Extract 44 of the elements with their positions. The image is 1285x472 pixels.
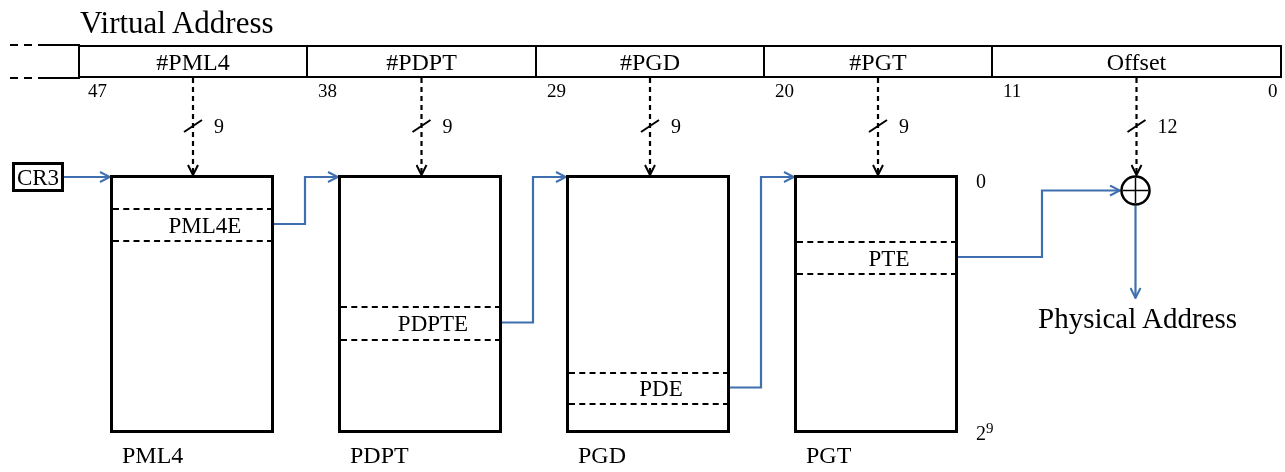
bit-number: 0	[1268, 81, 1278, 100]
arrow	[872, 78, 884, 176]
register-title: Virtual Address	[80, 5, 274, 41]
page-table	[566, 175, 730, 433]
edge-label: 9	[441, 116, 454, 136]
index-label: 0	[976, 171, 986, 191]
bit-number: 20	[775, 81, 794, 100]
address-field: Offset	[991, 45, 1282, 78]
edge-label: 12	[1156, 116, 1179, 136]
edge-label: 9	[670, 116, 682, 136]
bit-number: 47	[88, 81, 107, 100]
page-table	[794, 175, 958, 433]
index-label: 2$^{9}$	[976, 423, 994, 443]
arrow	[187, 78, 199, 176]
output-text: Physical Address	[1000, 298, 1275, 338]
bit-number: 11	[1003, 81, 1022, 100]
table-entry: PTE	[797, 241, 957, 275]
arrow	[64, 171, 111, 183]
bit-number: 38	[318, 81, 337, 100]
table-caption: PDPT	[350, 443, 409, 467]
table-caption: PGD	[578, 443, 626, 467]
arrow	[500, 171, 567, 324]
bit-number: 29	[547, 81, 566, 100]
arrow	[272, 171, 339, 226]
arrow	[415, 78, 428, 176]
table-entry: PML4E	[113, 208, 273, 242]
table-entry: PDE	[569, 372, 729, 405]
arrow	[1129, 206, 1142, 299]
table-entry: PDPTE	[341, 306, 501, 341]
arrow	[728, 171, 795, 389]
address-field: #PGT	[763, 45, 993, 78]
edge-label: 9	[213, 116, 225, 136]
arrow	[1130, 78, 1143, 176]
table-caption: PGT	[806, 443, 852, 467]
page-table	[338, 175, 502, 433]
register-box: CR3	[12, 162, 64, 192]
page-table	[110, 175, 274, 433]
arrow	[644, 78, 656, 176]
address-field: #PML4	[78, 45, 308, 78]
address-field: #PGD	[535, 45, 765, 78]
table-caption: PML4	[122, 443, 184, 467]
address-field: #PDPT	[306, 45, 537, 78]
arrow	[956, 184, 1121, 259]
edge-label: 9	[898, 116, 910, 136]
